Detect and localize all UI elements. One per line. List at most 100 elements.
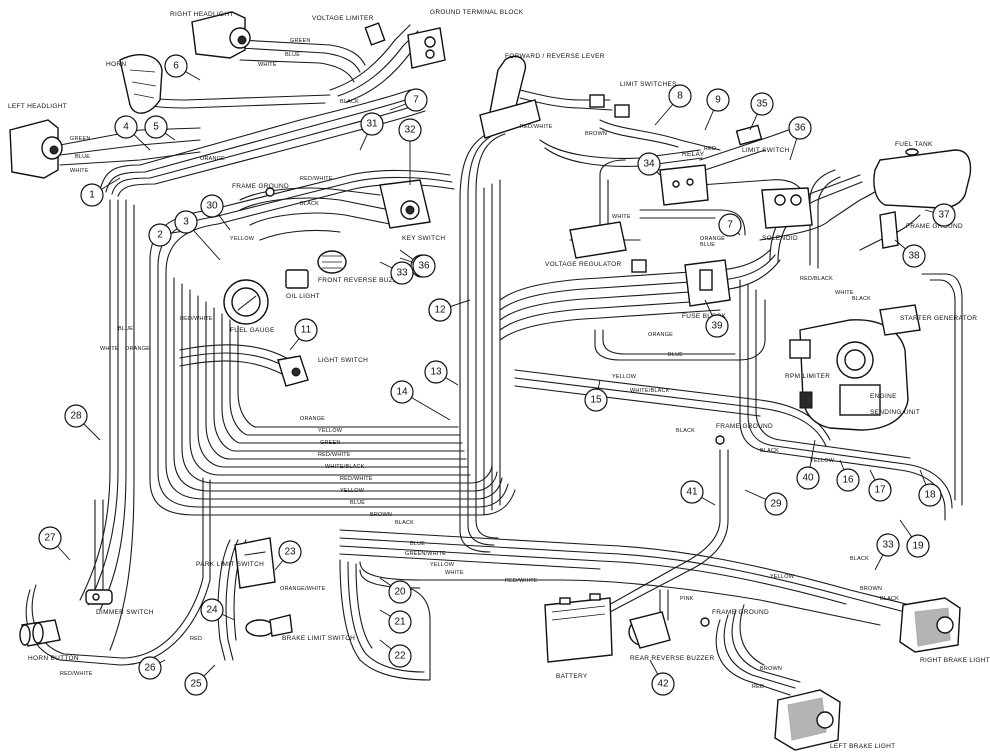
- callout-number: 14: [396, 387, 408, 398]
- fuel-gauge: [223, 279, 269, 325]
- callout-number: 25: [190, 679, 202, 690]
- callout-circle: [706, 88, 730, 112]
- callout-circle: [412, 254, 436, 278]
- label-engine: ENGINE: [870, 393, 897, 400]
- callout-7: 7: [718, 213, 742, 237]
- callout-circle: [144, 115, 168, 139]
- left-brake-light: [774, 689, 841, 751]
- dimmer-switch: [85, 589, 113, 605]
- callout-number: 24: [206, 605, 218, 616]
- wire-label-blue-reg: BLUE: [700, 242, 715, 248]
- wire-label-blue-vertical: BLUE: [118, 326, 133, 332]
- callout-40: 40: [796, 439, 820, 490]
- callout-41: 41: [680, 480, 716, 506]
- wire-label-orange-low: ORANGE: [300, 416, 325, 422]
- callout-4: 4: [114, 115, 151, 151]
- callout-circle: [424, 360, 448, 384]
- callout-circle: [164, 54, 188, 78]
- wire-label-yellow-right: YELLOW: [612, 374, 637, 380]
- callout-9: 9: [704, 88, 730, 131]
- callout-circle: [388, 580, 412, 604]
- wire-label-black-right: BLACK: [760, 448, 779, 454]
- callout-18: 18: [918, 469, 942, 507]
- callout-28: 28: [64, 404, 101, 441]
- callout-23: 23: [274, 540, 302, 571]
- callout-number: 27: [44, 533, 56, 544]
- callout-24: 24: [200, 598, 236, 622]
- label-forward-reverse-lever: FORWARD / REVERSE LEVER: [505, 53, 605, 60]
- brake-limit-switch: [245, 614, 293, 637]
- callout-number: 33: [882, 540, 894, 551]
- callout-17: 17: [868, 469, 892, 502]
- component-labels: RIGHT HEADLIGHT HORN VOLTAGE LIMITER GRO…: [8, 9, 990, 750]
- frame-ground-dot-3: [700, 617, 710, 627]
- callout-33: 33: [874, 533, 900, 571]
- wire-label-orange-vertical: ORANGE: [125, 346, 150, 352]
- callout-number: 23: [284, 547, 296, 558]
- callout-number: 37: [938, 210, 950, 221]
- callout-number: 35: [756, 99, 768, 110]
- callout-number: 17: [874, 485, 886, 496]
- callout-number: 11: [301, 325, 312, 336]
- callout-circle: [876, 533, 900, 557]
- fuse-block: [684, 259, 731, 307]
- callout-8: 8: [654, 84, 692, 126]
- callout-number: 4: [123, 122, 129, 133]
- callouts: 1234567891011121314151617181920212223242…: [38, 54, 956, 696]
- wire-label-orange: ORANGE: [200, 156, 225, 162]
- callout-30: 30: [200, 194, 231, 231]
- label-dimmer-switch: DIMMER SWITCH: [96, 609, 154, 616]
- wire-label-white-right: WHITE: [612, 214, 631, 220]
- callout-38: 38: [894, 239, 926, 268]
- left-headlight: [9, 119, 63, 179]
- callout-circle: [138, 656, 162, 680]
- wire-label-orange-right: ORANGE: [648, 332, 673, 338]
- callout-circle: [902, 244, 926, 268]
- wire-label-blue-right: BLUE: [668, 352, 683, 358]
- callout-number: 29: [770, 499, 782, 510]
- wire-label-blue-top: BLUE: [285, 52, 300, 58]
- wire-label-brown-brake: BROWN: [860, 586, 882, 592]
- callout-number: 39: [711, 321, 723, 332]
- callout-circle: [278, 540, 302, 564]
- callout-15: 15: [584, 379, 608, 412]
- wire-label-red-right: RED: [704, 146, 716, 152]
- callout-number: 41: [686, 487, 698, 498]
- callout-number: 1: [89, 190, 95, 201]
- callout-number: 30: [206, 201, 218, 212]
- callout-number: 34: [643, 159, 655, 170]
- callout-number: 33: [396, 268, 408, 279]
- oil-light: [285, 269, 309, 289]
- callout-circle: [390, 380, 414, 404]
- label-fuse-block: FUSE BLOCK: [682, 313, 727, 320]
- callout-circle: [932, 203, 956, 227]
- right-brake-light: [899, 597, 961, 653]
- wire-label-blue-lower: BLUE: [410, 541, 425, 547]
- label-key-switch: KEY SWITCH: [402, 235, 445, 242]
- callout-circle: [836, 468, 860, 492]
- callout-20: 20: [379, 577, 412, 604]
- callout-circle: [796, 466, 820, 490]
- wire-label-green-top: GREEN: [290, 38, 311, 44]
- frame-ground-right: [879, 211, 899, 249]
- label-sending-unit: SENDING UNIT: [870, 409, 920, 416]
- wire-label-white-left: WHITE: [70, 168, 89, 174]
- label-rear-reverse-buzzer: REAR REVERSE BUZZER: [630, 655, 714, 662]
- callout-circle: [764, 492, 788, 516]
- key-switch: [379, 179, 431, 229]
- callout-6: 6: [164, 54, 201, 81]
- callout-circle: [174, 210, 198, 234]
- label-light-switch: LIGHT SWITCH: [318, 357, 368, 364]
- callout-number: 21: [394, 617, 406, 628]
- callout-35: 35: [749, 92, 774, 131]
- callout-number: 38: [908, 251, 920, 262]
- callout-circle: [38, 526, 62, 550]
- label-frame-ground-mid: FRAME GROUND: [716, 423, 773, 430]
- callout-circle: [705, 314, 729, 338]
- wire-label-red-white-2: RED/WHITE: [340, 476, 373, 482]
- callout-circle: [868, 478, 892, 502]
- callout-number: 7: [413, 95, 419, 106]
- frame-ground-dot-2: [715, 435, 725, 445]
- wire-label-black-ground: BLACK: [676, 428, 695, 434]
